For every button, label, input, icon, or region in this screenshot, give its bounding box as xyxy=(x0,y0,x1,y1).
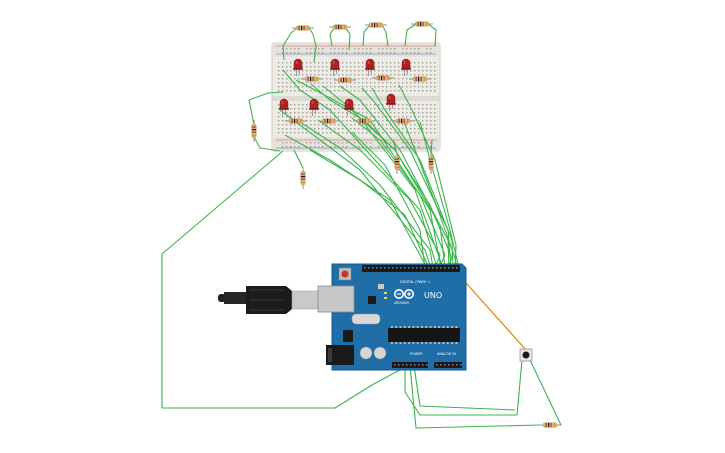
usb-plug-metal xyxy=(291,290,319,310)
wire[interactable] xyxy=(293,149,304,169)
wire[interactable] xyxy=(403,121,458,269)
wire[interactable] xyxy=(413,365,516,411)
atmega-chip xyxy=(388,328,460,342)
usb-chip xyxy=(368,296,376,304)
wire[interactable] xyxy=(351,117,446,269)
board-brand: UNO xyxy=(424,291,442,300)
arduino-logo xyxy=(394,289,414,299)
usb-cable[interactable] xyxy=(218,286,319,314)
cable-strain-relief xyxy=(224,292,246,304)
breadboard-center-channel xyxy=(272,96,440,101)
wire[interactable] xyxy=(248,91,284,126)
power-jack xyxy=(326,345,354,365)
wire[interactable] xyxy=(299,121,434,269)
wire[interactable] xyxy=(419,121,460,269)
digital-pins xyxy=(364,267,458,269)
logo-text: ARDUINO xyxy=(394,301,410,305)
wire[interactable] xyxy=(529,359,562,426)
wire[interactable] xyxy=(381,24,389,47)
wire[interactable] xyxy=(362,24,371,47)
crystal xyxy=(351,313,381,325)
button-signal-wire[interactable] xyxy=(457,273,527,351)
usb-port xyxy=(317,285,355,313)
wire[interactable] xyxy=(309,149,430,269)
resistor[interactable] xyxy=(538,422,562,428)
bottom-pins xyxy=(394,364,462,366)
chip-pins xyxy=(391,326,458,344)
digital-label: DIGITAL (PWM~) xyxy=(400,280,430,284)
wire[interactable] xyxy=(409,365,541,429)
wire[interactable] xyxy=(404,359,523,416)
breadboard-top-rail xyxy=(272,43,440,57)
analog-label: ANALOG IN xyxy=(437,352,456,356)
push-button[interactable] xyxy=(519,348,533,362)
wire[interactable] xyxy=(344,26,351,51)
wire[interactable] xyxy=(351,131,426,269)
wire[interactable] xyxy=(308,27,317,63)
wire[interactable] xyxy=(427,23,437,47)
resistor[interactable] xyxy=(300,166,306,190)
wire[interactable] xyxy=(404,23,417,47)
wire[interactable] xyxy=(253,136,281,152)
arduino-uno-board[interactable]: DIGITAL (PWM~) UNO ARDUINO POWER ANALOG … xyxy=(317,263,467,371)
wire[interactable] xyxy=(284,134,428,269)
digital-header xyxy=(362,265,460,272)
capacitor xyxy=(359,346,373,360)
button-cap xyxy=(522,351,530,359)
wire[interactable] xyxy=(329,26,336,47)
wire[interactable] xyxy=(317,119,441,269)
capacitor xyxy=(373,346,387,360)
resistor[interactable] xyxy=(328,24,352,30)
wire[interactable] xyxy=(161,150,410,409)
voltage-regulator xyxy=(343,330,353,342)
wire[interactable] xyxy=(282,27,298,61)
power-label: POWER xyxy=(410,352,423,356)
wire[interactable] xyxy=(365,121,453,269)
